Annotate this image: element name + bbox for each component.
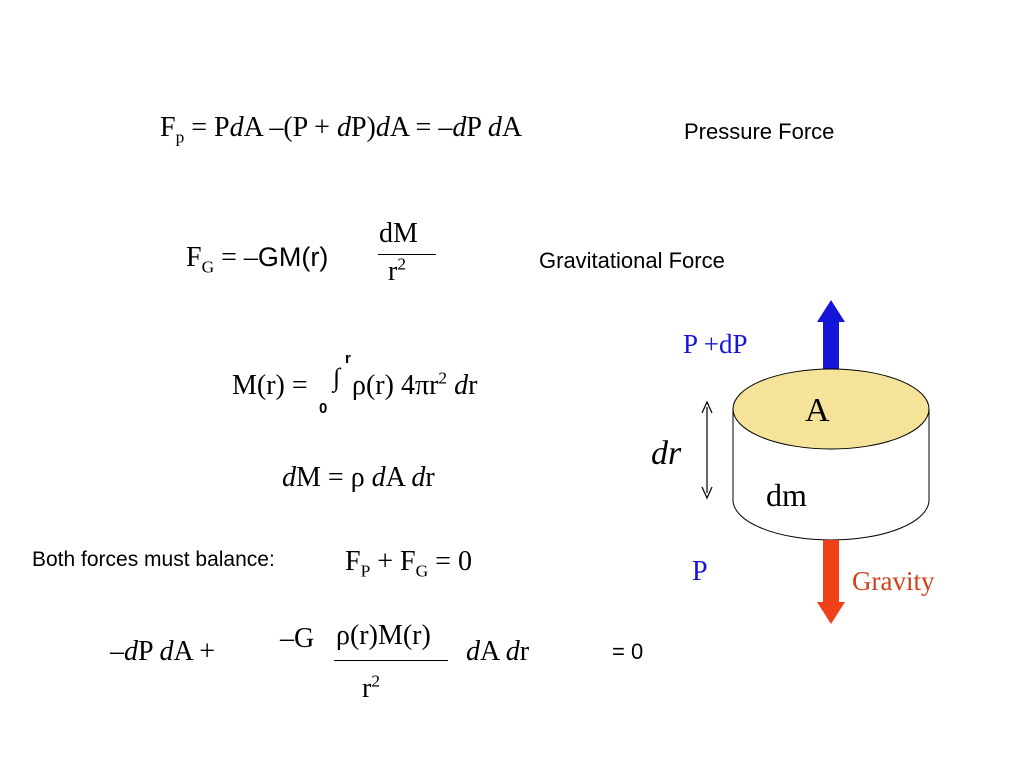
eq-differential: d [487, 112, 502, 143]
eq-differential: d [375, 112, 390, 143]
integral-upper-limit: r [345, 350, 351, 367]
dr-double-arrow [701, 400, 713, 500]
final-equation-left: –dP dA + [110, 636, 215, 668]
top-face-label: A [805, 392, 830, 429]
mass-integral-body: ρ(r) 4πr2 dr [352, 368, 478, 402]
eq-term: A [480, 636, 506, 667]
gravitational-force-label: Gravitational Force [539, 248, 725, 273]
eq-term: r [468, 370, 478, 401]
eq-subscript: G [415, 561, 429, 581]
cylinder-element [732, 368, 930, 541]
top-pressure-label: P +dP [683, 329, 748, 359]
eq-term: = P [184, 112, 230, 143]
eq-term: = – [214, 242, 258, 273]
eq-differential: d [124, 636, 138, 667]
eq-term: r [388, 256, 398, 287]
eq-differential: d [229, 112, 244, 143]
eq-term: P [466, 112, 488, 143]
final-fraction-denominator: r2 [362, 671, 381, 705]
mass-element-label: dm [766, 477, 807, 513]
eq-differential: d [452, 112, 467, 143]
pressure-force-equation: Fp = PdA –(P + dP)dA = –dP dA [160, 112, 523, 147]
eq-subscript: P [360, 561, 371, 581]
gravity-down-arrow [817, 540, 845, 624]
pressure-force-label: Pressure Force [684, 119, 835, 144]
eq-term: r [425, 462, 435, 493]
eq-differential: d [159, 636, 174, 667]
dr-label-text: dr [651, 435, 682, 472]
eq-term: M = ρ [296, 462, 372, 493]
gravity-fraction-bar [378, 254, 436, 255]
gravity-fraction-numerator: dM [379, 218, 418, 249]
pressure-up-arrow [817, 300, 845, 370]
final-minus-G: –G [280, 623, 315, 654]
bottom-pressure-label: P [692, 556, 708, 587]
eq-term: P) [350, 112, 376, 143]
eq-exponent: 2 [397, 254, 407, 274]
mass-integral-lhs: M(r) = [232, 370, 308, 401]
eq-exponent: 2 [371, 671, 381, 691]
eq-term: F [160, 112, 176, 143]
balance-statement: Both forces must balance: [32, 548, 275, 571]
eq-term: ρ(r) 4πr [352, 370, 439, 401]
eq-differential: d [466, 636, 480, 667]
dr-label: dr [651, 435, 681, 473]
gravity-label: Gravity [852, 566, 935, 596]
eq-subscript: p [175, 127, 185, 147]
eq-term: = 0 [428, 546, 472, 577]
final-fraction-numerator: ρ(r)M(r) [336, 620, 431, 651]
eq-term: F [345, 546, 361, 577]
eq-term: A + [173, 636, 216, 667]
mass-element-equation: dM = ρ dA dr [282, 462, 435, 494]
eq-term: P [138, 636, 160, 667]
eq-term: – [110, 636, 124, 667]
eq-term: A –(P + [243, 112, 337, 143]
integral-lower-limit: 0 [319, 400, 328, 417]
eq-term: F [186, 242, 202, 273]
gravitational-force-equation: FG = –GM(r) [186, 242, 329, 277]
eq-term: + F [370, 546, 416, 577]
eq-term: GM(r) [257, 242, 329, 272]
eq-term: A = – [389, 112, 453, 143]
eq-term: r [362, 673, 372, 704]
eq-differential: d [505, 636, 520, 667]
eq-term: A [501, 112, 523, 143]
balance-equation: FP + FG = 0 [345, 546, 472, 581]
eq-exponent: 2 [438, 368, 448, 388]
eq-differential: d [454, 370, 469, 401]
final-fraction-bar [334, 660, 448, 661]
eq-term: r [519, 636, 530, 667]
eq-differential: d [371, 462, 386, 493]
final-equals-zero: = 0 [612, 639, 644, 664]
eq-term: A [385, 462, 412, 493]
integral-sign: ∫ [333, 363, 341, 392]
eq-differential: d [411, 462, 426, 493]
eq-differential: d [282, 462, 296, 493]
eq-differential: d [336, 112, 351, 143]
final-equation-right: dA dr [466, 636, 529, 668]
eq-subscript: G [201, 257, 215, 277]
gravity-fraction-denominator: r2 [388, 254, 407, 288]
